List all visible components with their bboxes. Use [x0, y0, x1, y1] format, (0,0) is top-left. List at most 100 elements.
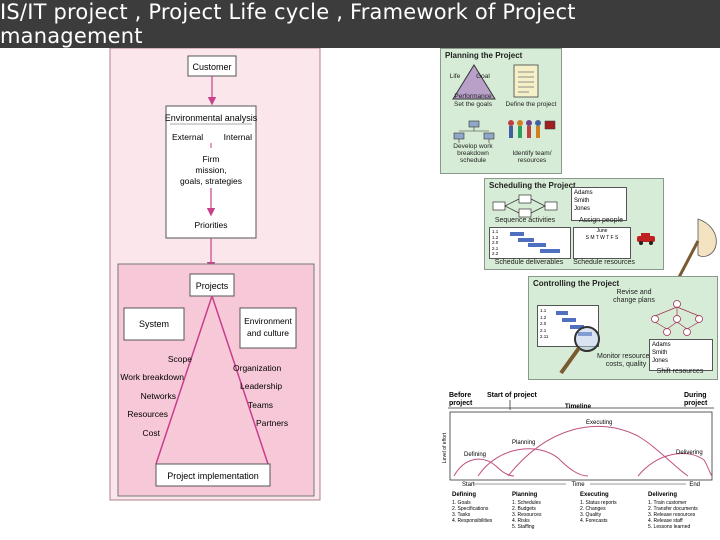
wbs-code: 1.1 [540, 308, 547, 313]
right-item: Partners [256, 418, 288, 428]
phase-label: Delivering [676, 450, 703, 456]
env-analysis-label: Environmental analysis [165, 113, 258, 123]
column-item: 1. Schedules [512, 500, 541, 506]
executing-curve [507, 425, 689, 477]
right-item: Organization [233, 363, 281, 373]
firm-line3: goals, strategies [180, 176, 242, 186]
controlling-panel: Controlling the Project Revise and chang… [528, 276, 718, 380]
column-item: 5. Staffing [512, 524, 535, 530]
scheduling-title: Scheduling the Project [489, 181, 576, 190]
column-title: Defining [452, 492, 476, 498]
column-planning: Planning 1. Schedules 2. Budgets 3. Reso… [512, 492, 542, 530]
revise-line2: change plans [613, 297, 655, 304]
wbs-code: 1.2 [492, 234, 499, 240]
name-row: Adams [652, 342, 671, 348]
sequence-label: Sequence activities [494, 217, 556, 224]
column-item: 3. Quality [580, 512, 602, 518]
column-item: 3. Release resources [648, 512, 696, 518]
column-title: Executing [580, 492, 609, 498]
column-item: 1. Status reports [580, 500, 617, 506]
phase-label: Planning [512, 440, 535, 446]
internal-label: Internal [224, 132, 252, 142]
during-line1: During [684, 392, 707, 399]
wbs-code: 2.0 [540, 321, 547, 326]
planning-title: Planning the Project [445, 51, 523, 60]
triangle-left-label: Life [449, 73, 461, 80]
shift-resources-table: Adams Smith Jones [649, 339, 713, 371]
system-box [123, 307, 185, 341]
team-people-icon [508, 120, 556, 138]
implementation-label: Project implementation [167, 471, 259, 481]
customer-label: Customer [192, 62, 231, 72]
project-management-framework-diagram: Customer Environmental analysis External… [109, 48, 321, 501]
develop-line3: schedule [459, 157, 487, 164]
planning-panel: Planning the Project Life Goal Performan… [440, 48, 562, 174]
delivering-curve [637, 453, 713, 477]
column-item: 4. Forecasts [580, 518, 608, 524]
monitor-line1: Monitor resources, [597, 353, 655, 360]
column-title: Delivering [648, 492, 677, 498]
wbs-code: 2.1 [540, 327, 547, 333]
wbs-code: 1.2 [540, 314, 547, 320]
revise-network-icon [651, 300, 703, 336]
right-item: Leadership [240, 381, 282, 391]
env-culture-line1: Environment [244, 316, 292, 326]
left-item: Cost [143, 428, 161, 438]
firm-line2: mission, [195, 165, 226, 175]
column-defining: Defining 1. Goals 2. Specifications 3. T… [452, 492, 493, 524]
scheduling-panel: Scheduling the Project Sequence activiti… [484, 178, 664, 270]
before-line2: project [449, 400, 473, 407]
revise-line1: Revise and [616, 289, 652, 296]
implementation-section [117, 263, 315, 497]
y-axis-label: Level of effort [442, 432, 448, 463]
column-delivering: Delivering 1. Train customer 2. Transfer… [648, 492, 698, 530]
calendar-month: June [596, 228, 608, 234]
assign-label: Assign people [579, 217, 623, 224]
calendar-days: S M T W T F S [585, 235, 619, 241]
left-item: Work breakdown [120, 372, 184, 382]
column-item: 1. Goals [452, 500, 471, 506]
monitor-line2: costs, quality [605, 361, 647, 368]
column-item: 1. Train customer [648, 500, 687, 506]
name-row: Adams [574, 190, 593, 196]
right-item: Teams [248, 400, 273, 410]
effort-chart-frame [449, 411, 713, 481]
projects-label: Projects [196, 281, 229, 291]
sequence-network-icon [492, 194, 558, 218]
column-item: 2. Transfer documents [648, 506, 698, 512]
triangle-bottom-label: Performance [454, 93, 492, 100]
schedule-resources-label: Schedule resources [573, 259, 635, 266]
work-breakdown-tree-icon [453, 120, 495, 143]
develop-line1: Develop work [453, 143, 493, 150]
gantt-bars [510, 232, 560, 253]
phase-label: Executing [586, 420, 612, 426]
name-row: Smith [652, 350, 668, 356]
before-line1: Before [449, 392, 471, 399]
project-life-cycle-diagram: Before project Start of project During p… [442, 392, 714, 530]
timeline-label: Timeline [565, 403, 592, 410]
system-label: System [139, 319, 169, 329]
assign-people-table: Adams Smith Jones [571, 187, 627, 221]
shift-resources-label: Shift resources [656, 368, 704, 375]
column-item: 2. Changes [580, 506, 606, 512]
column-title: Planning [512, 492, 538, 498]
column-item: 4. Risks [512, 518, 530, 524]
develop-line2: breakdown [457, 150, 489, 157]
set-goals-label: Set the goals [454, 101, 492, 108]
left-item: Scope [168, 354, 192, 364]
external-label: External [172, 132, 203, 142]
wbs-code: 2.2 [492, 251, 499, 256]
start-of-project-label: Start of project [487, 392, 537, 399]
left-item: Networks [141, 391, 176, 401]
gantt-chart-box: 1.1 1.2 2.0 2.1 2.2 [489, 227, 571, 259]
triangle-right-label: Goal [476, 73, 490, 80]
name-row: Smith [574, 198, 590, 204]
name-row: Jones [574, 206, 591, 212]
environment-culture-box [239, 307, 297, 349]
planning-curve [477, 448, 589, 477]
wbs-code: 2.11 [540, 334, 549, 339]
priorities-label: Priorities [194, 220, 227, 230]
during-line2: project [684, 400, 708, 407]
column-executing: Executing 1. Status reports 2. Changes 3… [580, 492, 617, 524]
phase-label: Defining [464, 452, 486, 458]
